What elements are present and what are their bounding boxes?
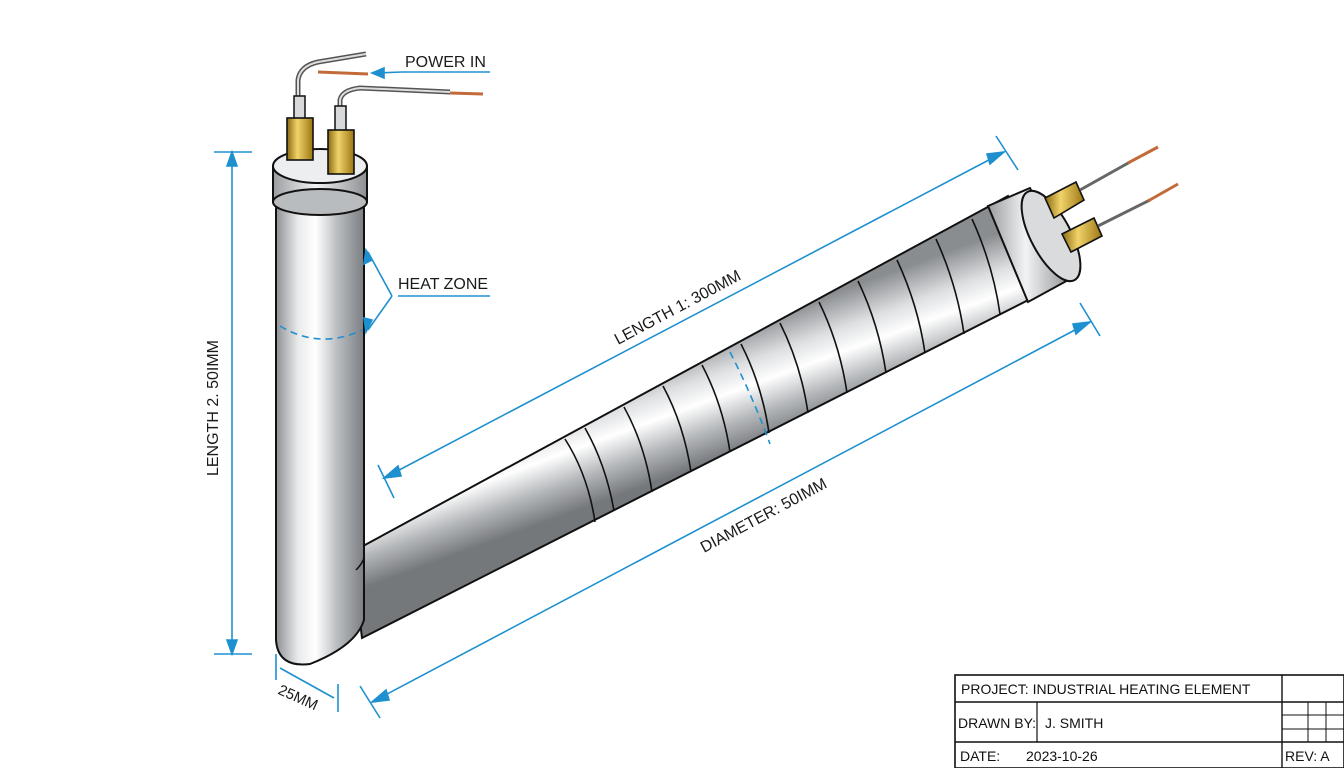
diameter-label: DIAMETER: 50IMM [698, 476, 830, 557]
title-block: PROJECT: INDUSTRIAL HEATING ELEMENT DRAW… [954, 674, 1344, 768]
drawn-by-label: DRAWN BY: [958, 715, 1036, 731]
right-terminals [1043, 145, 1179, 254]
heat-zone-rings [564, 218, 1001, 523]
tube-body [275, 179, 1082, 666]
date-value: 2023-10-26 [1026, 748, 1098, 764]
dimension-lines [214, 66, 1101, 719]
vertical-tube [275, 179, 365, 666]
horizontal-length-label: LENGTH 1: 300MM [612, 268, 744, 349]
top-terminals [286, 51, 484, 175]
date-label: DATE: [960, 748, 1000, 764]
power-in-label: POWER IN [405, 54, 486, 71]
project-title: PROJECT: INDUSTRIAL HEATING ELEMENT [961, 681, 1251, 697]
drawn-by-value: J. SMITH [1045, 715, 1103, 731]
diagonal-tube [350, 194, 1054, 640]
heat-zone-label: HEAT ZONE [398, 276, 488, 293]
vertical-length-label: LENGTH 2. 50IMM [205, 340, 222, 476]
end-collar [986, 186, 1082, 304]
revision: REV: A [1285, 748, 1330, 764]
